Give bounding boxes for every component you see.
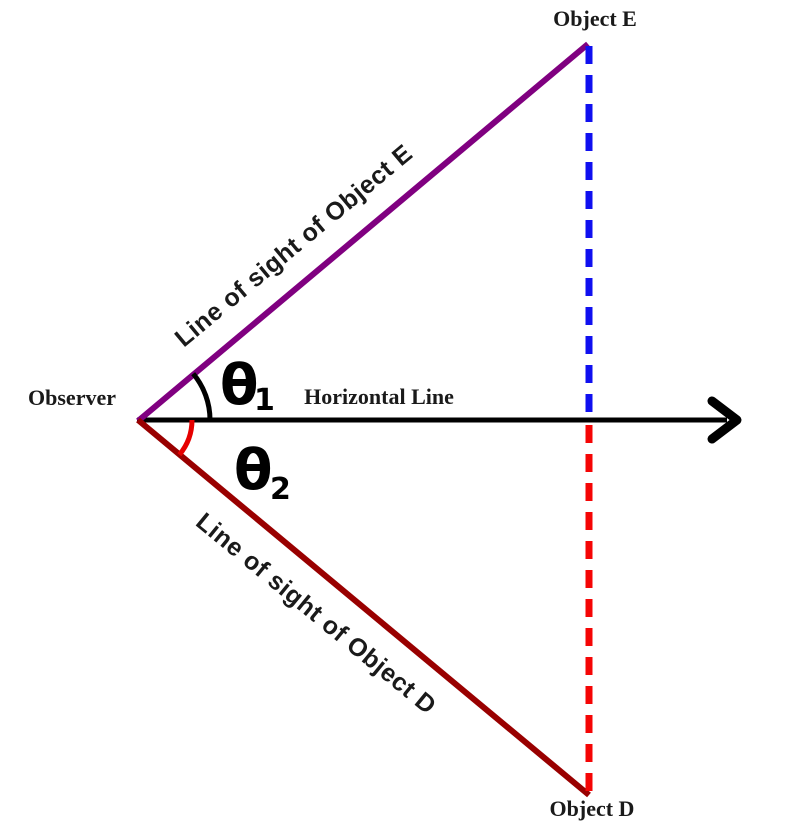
arrowhead-icon	[707, 396, 742, 444]
angle-arc-theta1	[191, 372, 213, 421]
label-theta1: θ 1	[220, 353, 275, 418]
label-observer: Observer	[28, 385, 116, 410]
label-line-of-sight-d: Line of sight of Object D	[191, 508, 442, 721]
theta2-subscript: 2	[270, 472, 291, 507]
sight-line-object-e	[136, 41, 590, 424]
label-object-e: Object E	[553, 6, 637, 31]
sight-line-object-d	[136, 417, 591, 798]
theta1-subscript: 1	[254, 383, 275, 418]
angle-arc-theta2	[177, 419, 195, 457]
label-object-d: Object D	[550, 796, 635, 821]
label-line-of-sight-e: Line of sight of Object E	[170, 139, 418, 353]
theta1-symbol: θ	[220, 353, 258, 418]
label-horizontal-line: Horizontal Line	[304, 384, 454, 409]
theta2-symbol: θ	[234, 438, 272, 503]
label-theta2: θ 2	[234, 438, 291, 507]
